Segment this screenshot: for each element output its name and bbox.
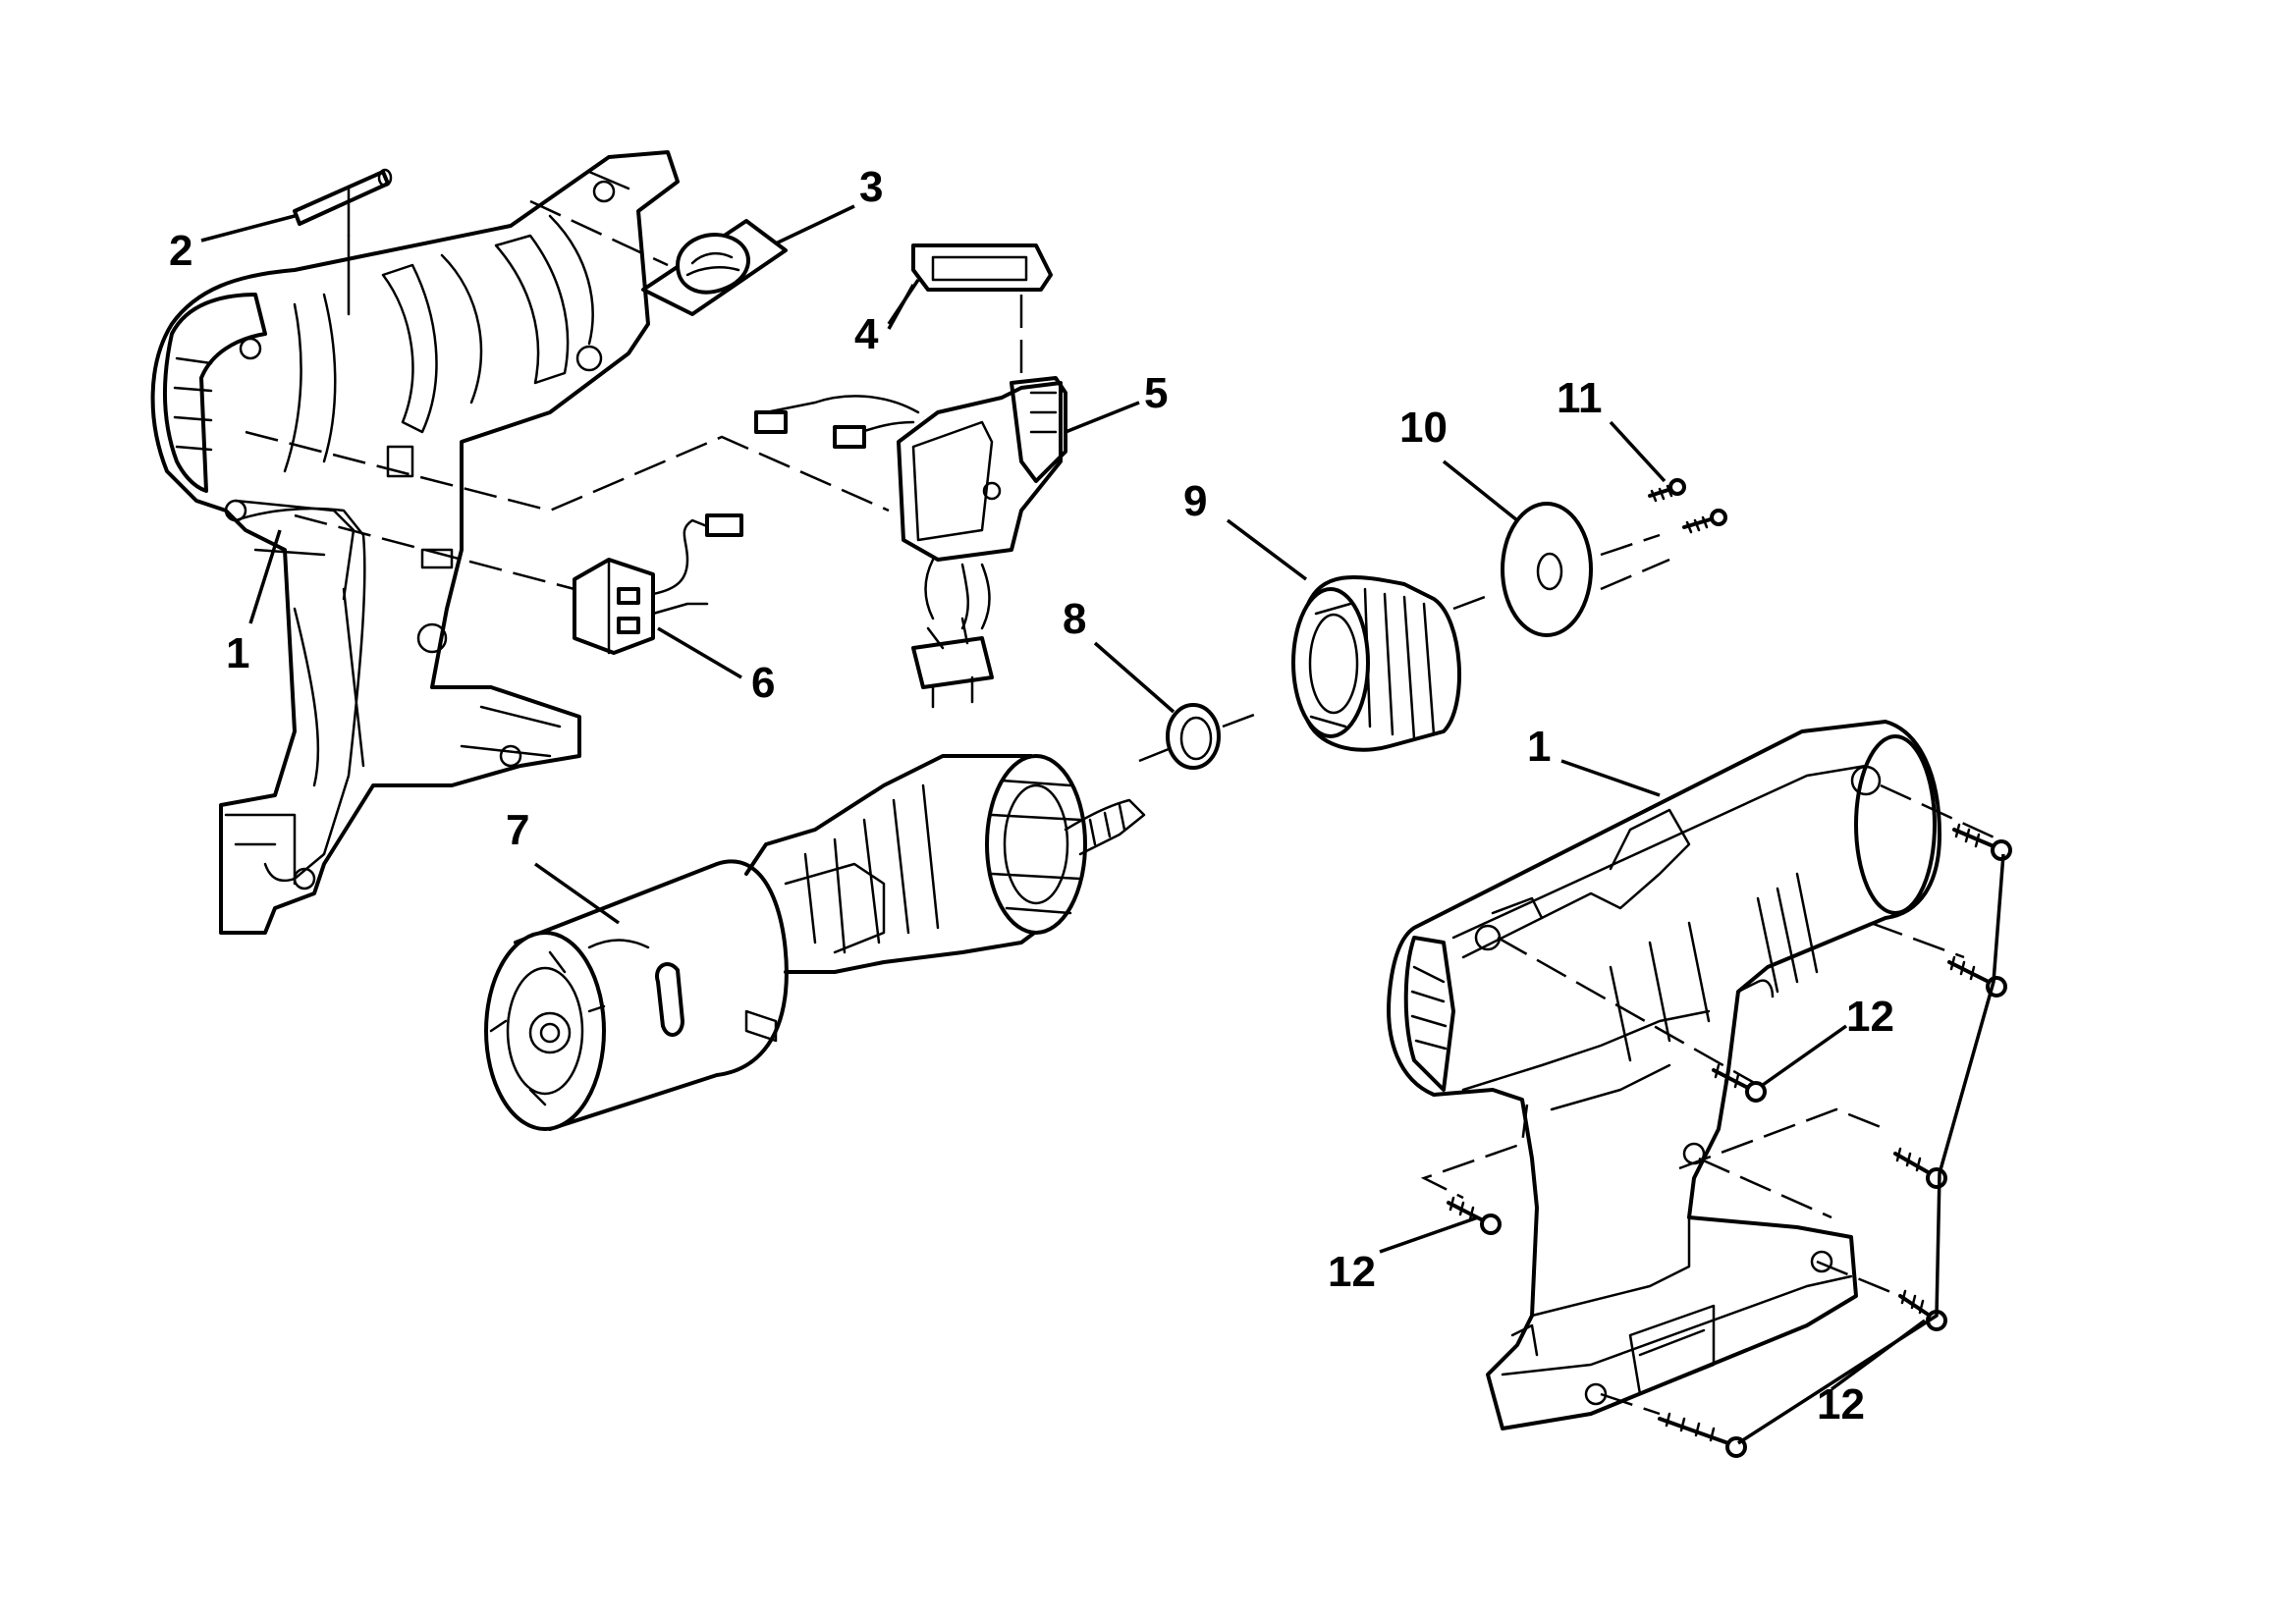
direction-switch [529, 170, 788, 316]
callout-4: 4 [854, 310, 879, 358]
clutch-ring [1291, 574, 1494, 752]
forward-reverse-switch [573, 513, 743, 655]
screws-12 [1447, 823, 2012, 1458]
callout-8: 8 [1063, 595, 1086, 643]
callout-6: 6 [751, 659, 775, 707]
callout-12-lower-right: 12 [1817, 1380, 1865, 1429]
callout-1-right: 1 [1527, 723, 1551, 771]
switch-cover [911, 243, 1053, 373]
pin [293, 168, 393, 316]
callout-2: 2 [169, 227, 192, 275]
washer [1138, 703, 1263, 770]
callout-11: 11 [1557, 374, 1603, 422]
callout-10: 10 [1399, 404, 1448, 452]
callout-1-left: 1 [226, 629, 249, 677]
callout-3: 3 [859, 163, 883, 211]
callout-5: 5 [1144, 369, 1168, 417]
retaining-disc [1501, 502, 1670, 637]
callout-12-lower-left: 12 [1328, 1248, 1376, 1296]
screws-11 [1648, 478, 1727, 534]
callout-12-middle: 12 [1846, 993, 1894, 1041]
left-housing-half [150, 150, 680, 935]
right-housing-half [1387, 720, 1999, 1430]
callout-9: 9 [1183, 477, 1207, 525]
leader-lines [200, 204, 1927, 1391]
motor-gearbox-assembly [484, 754, 1146, 1131]
trigger-switch [754, 376, 1067, 709]
callout-7: 7 [506, 806, 529, 854]
callout-labels: 1 1 2 3 4 5 6 7 8 9 10 11 12 12 12 [169, 163, 1894, 1429]
